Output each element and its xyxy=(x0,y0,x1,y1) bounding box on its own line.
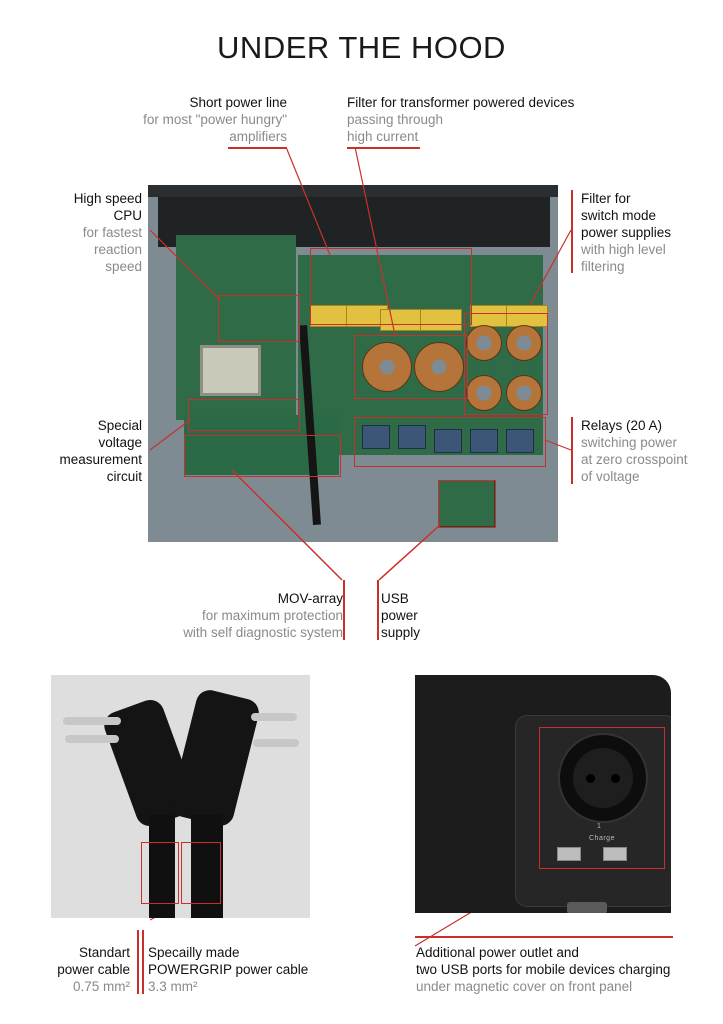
outlet-hole xyxy=(611,774,620,783)
standard-cord xyxy=(149,815,175,918)
panel-knob xyxy=(567,902,607,913)
label-high-speed-cpu: High speed CPU for fastest reaction spee… xyxy=(73,191,142,274)
callout-line xyxy=(228,147,286,149)
case-edge xyxy=(148,185,558,197)
label-filter-transformer: Filter for transformer powered devices p… xyxy=(347,95,575,144)
toroid-coil xyxy=(506,375,542,411)
highlight-filter-switch xyxy=(464,313,548,415)
front-panel-photo: 1 Charge xyxy=(415,675,671,913)
label-standart-cable: Standart power cable 0.75 mm² xyxy=(57,945,130,994)
callout-line xyxy=(571,417,573,484)
toroid-coil xyxy=(466,325,502,361)
plug-pin xyxy=(253,739,299,747)
callout-line xyxy=(415,936,673,938)
capacitor xyxy=(420,309,462,331)
page-title: UNDER THE HOOD xyxy=(217,30,506,65)
plug-pin xyxy=(65,735,119,743)
power-cables-photo xyxy=(51,675,310,918)
relay xyxy=(506,429,534,453)
power-outlet xyxy=(558,733,648,823)
highlight-outlet xyxy=(539,727,665,869)
plug-pin xyxy=(63,717,121,725)
label-powergrip-cable: Specailly made POWERGRIP power cable 3.3… xyxy=(148,945,309,994)
pcb-photo xyxy=(148,185,558,542)
relay xyxy=(362,425,390,449)
outlet-face xyxy=(573,748,633,808)
highlight-cpu xyxy=(218,295,300,342)
charge-label: Charge xyxy=(589,835,615,842)
toroid-coil xyxy=(506,325,542,361)
relay xyxy=(398,425,426,449)
highlight-relays xyxy=(354,417,546,467)
transformer xyxy=(200,345,261,396)
usb-port xyxy=(603,847,627,861)
label-short-power-line: Short power line for most "power hungry"… xyxy=(143,95,287,144)
usb-port xyxy=(557,847,581,861)
callout-line xyxy=(347,147,420,149)
highlight-voltage xyxy=(188,399,300,431)
outlet-number: 1 xyxy=(597,823,602,830)
highlight-mov xyxy=(184,435,341,477)
relay xyxy=(434,429,462,453)
highlight-short-power xyxy=(310,248,472,325)
highlight-filter-transformer xyxy=(354,335,468,399)
toroid-coil xyxy=(414,342,464,392)
highlight-usb xyxy=(438,480,496,528)
label-filter-switch: Filter for switch mode power supplies wi… xyxy=(581,191,672,274)
callout-line xyxy=(377,580,379,640)
relay xyxy=(470,429,498,453)
powergrip-plug xyxy=(168,687,262,829)
label-relays: Relays (20 A) switching power at zero cr… xyxy=(581,418,688,484)
callout-line xyxy=(137,930,139,994)
highlight-powergrip-cable xyxy=(181,842,221,904)
powergrip-cord xyxy=(191,815,223,918)
callout-line xyxy=(571,190,573,273)
label-mov-array: MOV-array for maximum protection with se… xyxy=(183,591,343,640)
plug-pin xyxy=(251,713,297,721)
label-usb-supply: USB power supply xyxy=(381,591,421,640)
toroid-coil xyxy=(362,342,412,392)
callout-line xyxy=(343,580,345,640)
label-outlet: Additional power outlet and two USB port… xyxy=(416,945,671,994)
highlight-standard-cable xyxy=(141,842,179,904)
toroid-coil xyxy=(466,375,502,411)
label-voltage-circuit: Special voltage measurement circuit xyxy=(59,418,142,484)
outlet-hole xyxy=(586,774,595,783)
callout-line xyxy=(142,930,144,994)
